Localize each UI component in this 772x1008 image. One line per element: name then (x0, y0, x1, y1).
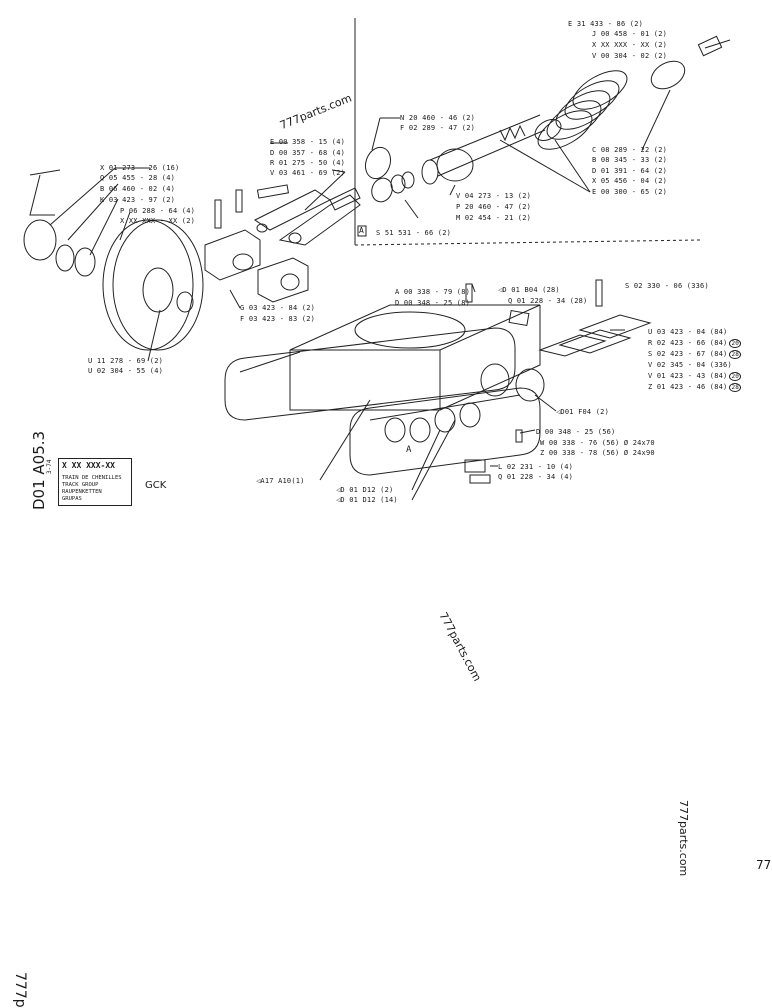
part-label: Z 00 338 - 78 (56) (540, 449, 620, 457)
part-label: W 00 338 - 76 (56) Ø 24x70 (540, 439, 655, 447)
part-label: E 31 433 - 86 (2) (568, 20, 644, 28)
part-label: U 02 304 - 55 (4) (88, 367, 164, 375)
part-label: D 00 348 - 25 (8) (395, 299, 471, 307)
title-line: TRAIN DE CHENILLES (62, 475, 122, 481)
tension-rod (421, 114, 546, 185)
part-label: E 00 358 - 15 (4) (270, 138, 346, 146)
part-label: C 08 289 - 22 (2) (592, 146, 668, 154)
part-label: B 08 345 - 33 (2) (592, 156, 668, 164)
part-label: D 00 357 - 68 (4) (270, 149, 346, 157)
part-label: V 01 423 - 43 (84) (648, 372, 728, 380)
part-label: F 02 289 - 47 (2) (400, 124, 476, 132)
part-label: B 06 460 - 02 (4) (100, 185, 176, 193)
part-label: S 51 531 - 66 (2) (376, 229, 452, 237)
part-label: P 06 288 - 64 (4) (120, 207, 196, 215)
part-label: ◁D 01 D12 (14) (336, 496, 398, 504)
part-label: J 00 458 - 01 (2) (592, 30, 668, 38)
title-code: X XX XXX-XX (62, 461, 115, 470)
variant-badge: 28 (729, 383, 742, 392)
part-label: V 04 273 - 13 (2) (456, 192, 532, 200)
fork-yoke (254, 184, 361, 246)
part-label: S 02 423 - 67 (84) (648, 350, 728, 358)
title-line: TRACK GROUP (62, 482, 99, 488)
part-label: M 02 454 - 21 (2) (456, 214, 532, 222)
part-label: ◁D 01 D12 (2) (336, 486, 394, 494)
part-label: X 05 456 - 04 (2) (592, 177, 668, 185)
part-label: K 03 423 - 97 (2) (100, 196, 176, 204)
watermark: 777parts.com (677, 800, 690, 877)
track-frame (224, 304, 541, 476)
dimension-label: Ø 24x90 (623, 449, 655, 457)
part-label: X XX XXX - XX (2) (592, 41, 668, 49)
model-code: GCK (145, 480, 167, 491)
section-marker: A (406, 445, 412, 455)
part-label: Q 01 228 - 34 (28) (508, 297, 588, 305)
corner-watermark: 77 (756, 858, 772, 872)
part-label: L 02 231 - 10 (4) (498, 463, 574, 471)
part-label: G 03 423 - 84 (2) (240, 304, 316, 312)
part-label: Q 01 228 - 34 (4) (498, 473, 574, 481)
part-label: D 01 391 - 64 (2) (592, 167, 668, 175)
idler-wheel (23, 169, 204, 351)
part-label: D 01 D12 (14) (340, 496, 398, 504)
part-label: W 00 338 - 76 (56) (540, 439, 620, 447)
title-box: X XX XXX-XX TRAIN DE CHENILLES TRACK GRO… (58, 458, 132, 506)
part-label: P 20 460 - 47 (2) (456, 203, 532, 211)
part-label: R 02 423 - 66 (84)20 (648, 339, 742, 348)
variant-badge: 28 (729, 350, 742, 359)
part-label: Z 00 338 - 78 (56) Ø 24x90 (540, 449, 655, 457)
part-label: Q 05 455 - 28 (4) (100, 174, 176, 182)
part-label: V 01 423 - 43 (84)20 (648, 372, 742, 381)
section-marker: A (359, 226, 365, 235)
part-label: A 00 338 - 79 (8) (395, 288, 471, 296)
part-label: U 11 278 - 69 (2) (88, 357, 164, 365)
part-label: Z 01 423 - 46 (84) (648, 383, 728, 391)
part-label: D 01 D12 (2) (340, 486, 394, 494)
part-label: V 02 345 - 04 (336) (648, 361, 732, 369)
title-line: RAUPENKETTEN (62, 489, 102, 495)
part-label: X 01 273 - 26 (16) (100, 164, 180, 172)
part-label: ◁D 01 B04 (28) (498, 286, 560, 294)
part-label: D 00 348 - 25 (56) (536, 428, 616, 436)
part-label: ◁A17 A10(1) (256, 477, 305, 485)
variant-badge: 20 (729, 339, 742, 348)
part-label: ◁D01 F04 (2) (556, 408, 609, 416)
part-label: E 00 300 - 65 (2) (592, 188, 668, 196)
dimension-label: Ø 24x70 (623, 439, 655, 447)
part-label: V 00 304 - 02 (2) (592, 52, 668, 60)
part-label: R 02 423 - 66 (84) (648, 339, 728, 347)
part-label: R 01 275 - 50 (4) (270, 159, 346, 167)
title-line: GRUPAS (62, 496, 82, 502)
part-label: N 20 460 - 46 (2) (400, 114, 476, 122)
part-label: Z 01 423 - 46 (84)28 (648, 383, 742, 392)
recoil-spring-assembly (534, 35, 731, 150)
part-label: S 02 330 - 06 (336) (625, 282, 709, 290)
part-label: X XX XXX - XX (2) (120, 217, 196, 225)
corner-watermark: 777p (12, 972, 28, 1008)
variant-badge: 20 (729, 372, 742, 381)
part-label: V 03 461 - 69 (2) (270, 169, 346, 177)
date-label: 3-74 (46, 459, 53, 474)
part-label: D01 F04 (2) (560, 408, 609, 416)
part-label: A17 A10(1) (260, 477, 305, 485)
part-label: F 03 423 - 83 (2) (240, 315, 316, 323)
part-label: D 01 B04 (28) (502, 286, 560, 294)
part-label: S 02 423 - 67 (84)28 (648, 350, 742, 359)
part-label: U 03 423 - 04 (84) (648, 328, 728, 336)
